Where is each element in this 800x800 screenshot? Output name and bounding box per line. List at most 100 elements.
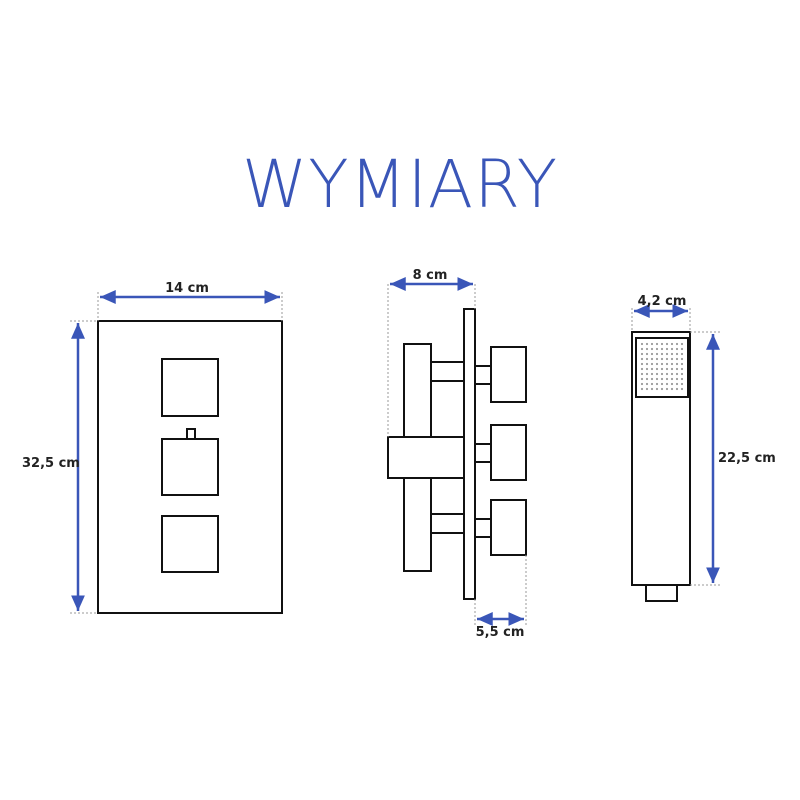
side-knob-top	[490, 346, 527, 403]
nozzle-dot	[655, 372, 659, 376]
nozzle-dot	[645, 387, 649, 391]
nozzle-dot	[680, 387, 684, 391]
nozzle-dot	[675, 387, 679, 391]
nozzle-dot	[670, 362, 674, 366]
nozzle-dot	[650, 362, 654, 366]
nozzle-dot	[650, 342, 654, 346]
nozzle-grid	[640, 342, 684, 391]
nozzle-dot	[665, 382, 669, 386]
nozzle-dot	[675, 347, 679, 351]
nozzle-dot	[665, 372, 669, 376]
side-spindle	[474, 365, 492, 385]
nozzle-dot	[675, 382, 679, 386]
nozzle-dot	[660, 382, 664, 386]
nozzle-dot	[645, 357, 649, 361]
side-rear-mount	[387, 436, 465, 479]
nozzle-dot	[655, 347, 659, 351]
nozzle-dot	[640, 382, 644, 386]
nozzle-dot	[680, 372, 684, 376]
nozzle-dot	[675, 362, 679, 366]
nozzle-dot	[650, 377, 654, 381]
side-knob-bottom	[490, 499, 527, 556]
nozzle-dot	[680, 342, 684, 346]
nozzle-dot	[660, 372, 664, 376]
nozzle-dot	[655, 387, 659, 391]
nozzle-dot	[680, 382, 684, 386]
nozzle-dot	[645, 362, 649, 366]
nozzle-dot	[650, 372, 654, 376]
nozzle-dot	[655, 342, 659, 346]
nozzle-dot	[645, 352, 649, 356]
side-spindle	[474, 443, 492, 463]
nozzle-dot	[665, 352, 669, 356]
nozzle-dot	[645, 367, 649, 371]
nozzle-dot	[665, 367, 669, 371]
nozzle-dot	[660, 362, 664, 366]
nozzle-dot	[655, 362, 659, 366]
front-knob-indicator	[186, 428, 196, 440]
nozzle-dot	[660, 347, 664, 351]
nozzle-dot	[665, 347, 669, 351]
nozzle-dot	[640, 357, 644, 361]
nozzle-dot	[670, 357, 674, 361]
nozzle-dot	[660, 342, 664, 346]
nozzle-dot	[670, 382, 674, 386]
side-knob-depth-label: 5,5 cm	[476, 625, 525, 640]
nozzle-dot	[680, 377, 684, 381]
side-connector	[430, 361, 465, 382]
nozzle-dot	[665, 357, 669, 361]
nozzle-dot	[675, 357, 679, 361]
nozzle-dot	[655, 357, 659, 361]
nozzle-dot	[660, 357, 664, 361]
hand-shower-connector	[645, 584, 678, 602]
nozzle-dot	[675, 367, 679, 371]
nozzle-dot	[640, 377, 644, 381]
front-height-label: 32,5 cm	[22, 456, 80, 471]
nozzle-dot	[660, 387, 664, 391]
front-knob-middle	[161, 438, 219, 496]
nozzle-dot	[640, 362, 644, 366]
nozzle-dot	[665, 362, 669, 366]
side-knob-middle	[490, 424, 527, 481]
nozzle-dot	[650, 387, 654, 391]
nozzle-dot	[670, 347, 674, 351]
nozzle-dot	[680, 357, 684, 361]
front-knob-top	[161, 358, 219, 417]
nozzle-dot	[680, 362, 684, 366]
nozzle-dot	[660, 367, 664, 371]
nozzle-dot	[665, 377, 669, 381]
nozzle-dot	[670, 367, 674, 371]
nozzle-dot	[680, 367, 684, 371]
nozzle-dot	[650, 347, 654, 351]
nozzle-dot	[650, 352, 654, 356]
nozzle-dot	[670, 352, 674, 356]
front-panel-view: 14 cm 32,5 cm	[22, 281, 283, 614]
page-title: WYMIARY	[241, 146, 559, 223]
nozzle-dot	[675, 342, 679, 346]
nozzle-dot	[650, 367, 654, 371]
nozzle-dot	[640, 352, 644, 356]
nozzle-dot	[680, 347, 684, 351]
nozzle-dot	[645, 377, 649, 381]
front-width-label: 14 cm	[165, 281, 209, 296]
hand-shower-view: 4,2 cm 22,5 cm	[631, 294, 776, 602]
nozzle-dot	[675, 372, 679, 376]
side-spindle	[474, 518, 492, 538]
nozzle-dot	[645, 382, 649, 386]
nozzle-dot	[660, 377, 664, 381]
nozzle-dot	[670, 342, 674, 346]
nozzle-dot	[650, 357, 654, 361]
hand-shower-width-label: 4,2 cm	[638, 294, 687, 309]
nozzle-dot	[640, 347, 644, 351]
side-connector	[430, 513, 465, 534]
side-view: 8 cm 5,5 cm	[387, 268, 527, 640]
nozzle-dot	[655, 352, 659, 356]
nozzle-dot	[650, 382, 654, 386]
nozzle-dot	[640, 342, 644, 346]
nozzle-dot	[670, 377, 674, 381]
nozzle-dot	[655, 382, 659, 386]
nozzle-dot	[640, 372, 644, 376]
nozzle-dot	[655, 377, 659, 381]
side-depth-label: 8 cm	[413, 268, 448, 283]
